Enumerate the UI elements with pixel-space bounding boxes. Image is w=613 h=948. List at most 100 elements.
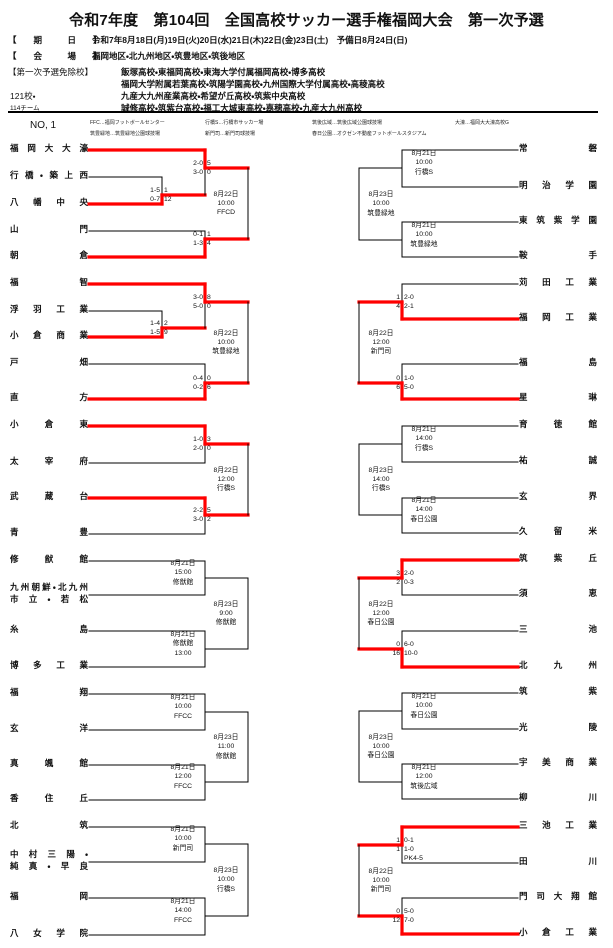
- match-schedule: 8月23日: [213, 867, 239, 874]
- team-name: 苅田工業: [519, 277, 597, 287]
- match-schedule: 8月23日: [213, 600, 239, 608]
- team-name: 福岡大大濠: [10, 143, 88, 153]
- match-schedule: 8月23日: [213, 734, 239, 741]
- match-schedule: 8月21日: [170, 631, 196, 638]
- match-total: 12: [164, 196, 172, 203]
- match-score: 2-0: [404, 570, 414, 577]
- match-schedule: 8月21日: [170, 826, 196, 833]
- match-schedule: 8月23日: [368, 466, 394, 474]
- team-name: 常磐: [519, 143, 597, 153]
- team-name: 柳川: [519, 792, 597, 802]
- match-schedule: 行橋S: [371, 485, 391, 493]
- match-schedule: 12:00: [372, 609, 390, 617]
- match-schedule: 筑豊緑地: [212, 348, 240, 356]
- exempt-label: 【第一次予選免除校】: [8, 67, 94, 77]
- match-schedule: 春日公園: [410, 711, 438, 719]
- team-name: 祐誠: [519, 455, 597, 465]
- match-total: 1: [207, 231, 211, 238]
- match-score: 2-1: [404, 303, 414, 310]
- match-schedule: 行橋S: [216, 885, 236, 893]
- match-schedule: 10:00: [372, 742, 390, 750]
- venue-legend-item: 春日公園…オクゼン不動産フットボールスタジアム: [312, 131, 427, 137]
- team-name: 東筑紫学園: [519, 215, 597, 225]
- team-name: 筑紫: [519, 686, 597, 696]
- team-name: 糸島: [10, 624, 88, 634]
- match-schedule: 14:00: [174, 907, 192, 915]
- match-schedule: 修猷館: [215, 619, 237, 627]
- team-name: 香住丘: [10, 793, 88, 803]
- team-name: 田川: [519, 856, 597, 866]
- match-total: 2: [207, 516, 211, 523]
- match-schedule: 10:00: [217, 338, 235, 346]
- page-title: 令和7年度 第104回 全国高校サッカー選手権福岡大会 第一次予選: [69, 12, 544, 29]
- team-name: 光陵: [519, 722, 597, 732]
- match-total: 3: [396, 570, 400, 577]
- team-name: 玄洋: [10, 723, 88, 733]
- match-score: 2-0: [193, 445, 203, 452]
- match-schedule: 8月23日: [368, 733, 394, 741]
- match-total: 1: [396, 294, 400, 301]
- match-score: 1-0: [193, 436, 203, 443]
- match-schedule: 8月21日: [411, 426, 437, 433]
- team-name: 北筑: [10, 820, 88, 830]
- team-name: 八幡中央: [10, 197, 88, 207]
- team-name: 朝倉: [10, 250, 88, 260]
- team-name: 福翔: [10, 687, 88, 697]
- team-name: 小倉商業: [10, 330, 88, 340]
- match-total: 1: [164, 187, 168, 194]
- match-score: 2-2: [193, 507, 203, 514]
- team-name: 宇美商業: [519, 757, 597, 767]
- team-name: 玄界: [519, 491, 597, 501]
- match-schedule: 8月21日: [411, 764, 437, 771]
- match-schedule: 10:00: [174, 703, 192, 711]
- exempt-line: 誠修高校・筑紫台高校・福工大城東高校・嘉穂高校・九産大九州高校: [121, 103, 363, 113]
- date-label: 【 期 日 】: [8, 35, 102, 45]
- venue-legend-item: 筑後広域…筑後広域公園球技場: [312, 120, 383, 126]
- team-name: 筑紫丘: [519, 553, 597, 563]
- match-schedule: 10:00: [217, 876, 235, 884]
- match-schedule: 春日公園: [367, 619, 395, 627]
- team-name: 福岡工業: [519, 312, 597, 322]
- match-score: PK4-5: [404, 855, 423, 862]
- match-total: 3: [207, 436, 211, 443]
- match-schedule: 行橋S: [414, 168, 434, 176]
- match-total: 0: [396, 908, 400, 915]
- match-score: 6-0: [404, 641, 414, 648]
- match-score: 7-0: [404, 917, 414, 924]
- match-score: 5-0: [193, 303, 203, 310]
- team-name: 行橋・築上西: [10, 170, 88, 180]
- match-schedule: 12:00: [415, 773, 433, 781]
- match-schedule: 8月23日: [368, 191, 394, 198]
- match-total: 12: [392, 917, 400, 924]
- match-total: 5: [207, 507, 211, 514]
- match-total: 0: [207, 445, 211, 452]
- match-schedule: 11:00: [217, 743, 235, 751]
- match-score: 5-0: [404, 908, 414, 915]
- team-name: 須恵: [519, 588, 597, 598]
- team-name: 明治学園: [519, 180, 597, 190]
- match-schedule: 新門司: [172, 844, 194, 852]
- exempt-line: 飯塚高校・東福岡高校・東海大学付属福岡高校・博多高校: [121, 67, 326, 77]
- team-name: 博多工業: [10, 660, 88, 670]
- exempt-line: 福岡大学附属若葉高校・筑陽学園高校・九州国際大学付属高校・高稜高校: [121, 79, 385, 89]
- match-schedule: 春日公園: [410, 515, 438, 523]
- match-schedule: 8月22日: [368, 329, 394, 337]
- match-total: 0: [207, 169, 211, 176]
- match-score: 3-0: [193, 169, 203, 176]
- venue-legend-item: 筑豊緑地…筑豊緑地公園球技場: [90, 131, 161, 137]
- match-schedule: 筑後広域: [410, 782, 438, 790]
- match-schedule: 行橋S: [216, 485, 236, 493]
- match-score: 1-5: [150, 329, 160, 336]
- match-schedule: 8月22日: [368, 600, 394, 608]
- team-name: 福島: [519, 357, 597, 367]
- match-schedule: 8月22日: [213, 329, 239, 337]
- match-score: 0-2: [193, 384, 203, 391]
- venue-legend-item: 新門司…新門司球技場: [205, 131, 256, 137]
- match-schedule: 8月21日: [411, 693, 437, 700]
- match-score: 1-0: [404, 375, 414, 382]
- match-schedule: 修猷館: [172, 640, 194, 648]
- match-schedule: 8月21日: [411, 497, 437, 504]
- match-schedule: FFCC: [173, 916, 193, 924]
- team-name: 戸畑: [10, 357, 88, 367]
- team-count: 114チーム: [10, 105, 40, 112]
